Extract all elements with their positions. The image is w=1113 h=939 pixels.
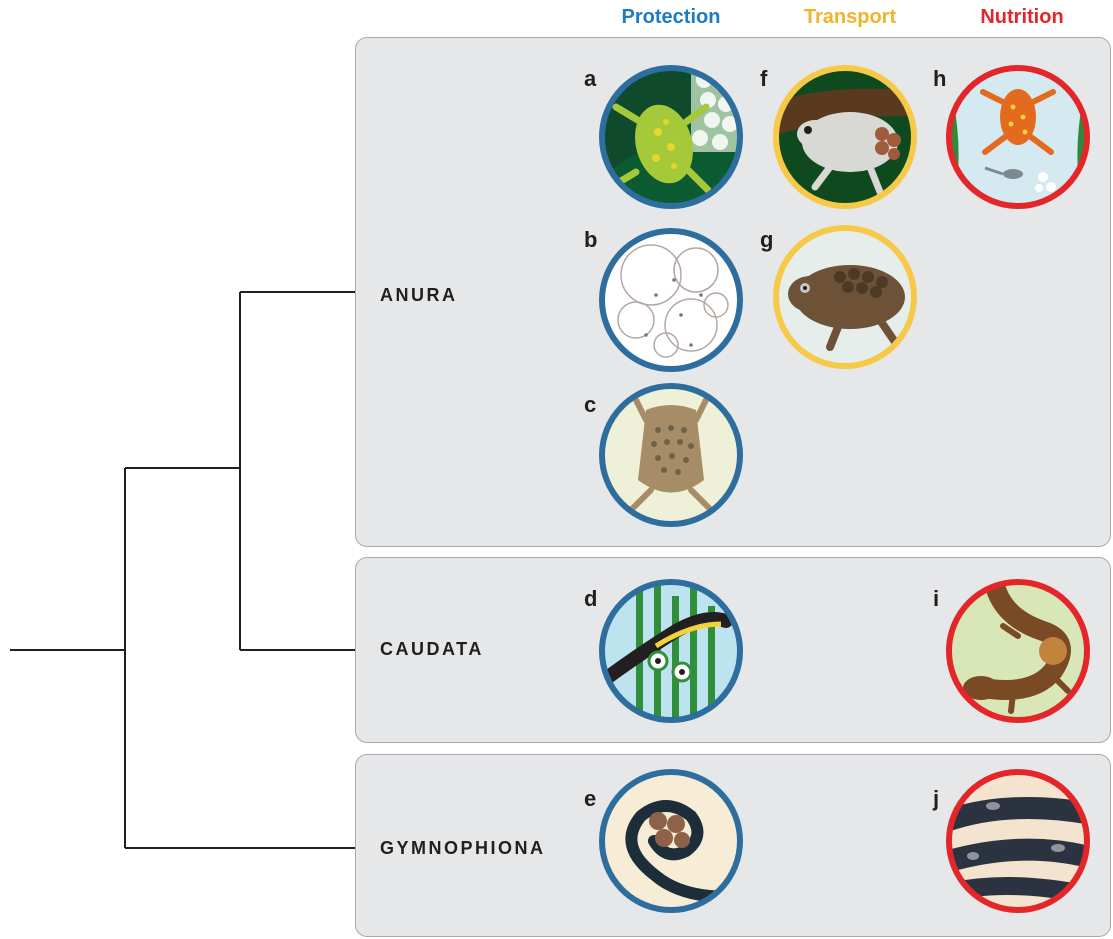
toad-carrying-eggs-on-back-icon bbox=[770, 222, 920, 372]
pipa-toad-back-eggs-icon bbox=[596, 380, 746, 530]
caecilian-young-skin-feeding-icon bbox=[943, 766, 1093, 916]
letter-c: c bbox=[584, 392, 596, 418]
letter-a: a bbox=[584, 66, 596, 92]
caecilian-coiled-around-eggs-icon bbox=[596, 766, 746, 916]
frog-carrying-eggs-icon bbox=[770, 62, 920, 212]
letter-f: f bbox=[760, 66, 767, 92]
letter-j: j bbox=[933, 786, 939, 812]
header-nutrition: Nutrition bbox=[942, 6, 1102, 29]
poison-frog-feeding-tadpole-icon bbox=[943, 62, 1093, 212]
glass-frog-with-eggs-icon bbox=[596, 62, 746, 212]
letter-i: i bbox=[933, 586, 939, 612]
letter-e: e bbox=[584, 786, 596, 812]
clade-label-anura: ANURA bbox=[380, 285, 458, 306]
foam-nest-icon bbox=[596, 225, 746, 375]
header-protection: Protection bbox=[591, 6, 751, 29]
clade-label-caudata: CAUDATA bbox=[380, 639, 484, 660]
salamander-internal-nutrition-icon bbox=[943, 576, 1093, 726]
newt-wrapping-eggs-in-leaves-icon bbox=[596, 576, 746, 726]
clade-label-gymnophiona: GYMNOPHIONA bbox=[380, 838, 546, 859]
header-transport: Transport bbox=[770, 6, 930, 29]
